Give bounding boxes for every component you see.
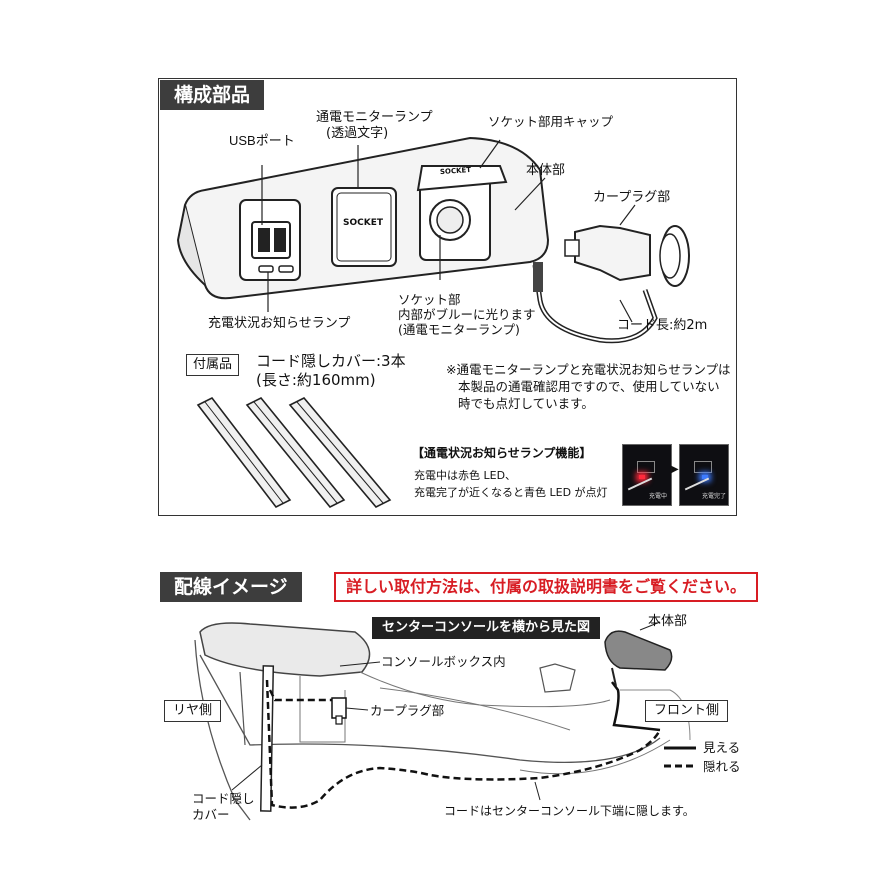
console-box-label: コンソールボックス内	[381, 654, 506, 669]
socket-cap-label: ソケット部用キャップ	[488, 114, 614, 129]
note-line2: 本製品の通電確認用ですので、使用していない	[458, 379, 720, 394]
accessory-line2: (長さ:約160mm)	[256, 371, 376, 389]
cord-cover-label: コード隠し	[192, 791, 255, 806]
components-heading: 構成部品	[160, 80, 265, 110]
legend-hidden: 隠れる	[703, 759, 741, 774]
usb-port-label: USBポート	[229, 133, 295, 148]
charge-lamp-label: 充電状況お知らせランプ	[208, 316, 351, 331]
charging-caption: 充電中	[649, 493, 668, 500]
charge-complete-photo: 充電完了	[679, 444, 729, 506]
complete-caption: 充電完了	[702, 493, 727, 500]
cord-length-label: コード長:約2m	[617, 318, 708, 333]
socket-label: ソケット部	[398, 292, 461, 307]
socket-desc-sub: (通電モニターランプ)	[398, 322, 520, 337]
monitor-lamp-sublabel: (透過文字)	[326, 126, 389, 141]
note-line3: 時でも点灯しています。	[458, 396, 594, 411]
front-side-label: フロント側	[645, 700, 729, 722]
monitor-lamp-label: 通電モニターランプ	[316, 110, 433, 125]
note-line1: ※通電モニターランプと充電状況お知らせランプは	[446, 362, 731, 377]
wiring-car-plug-label: カープラグ部	[370, 703, 445, 718]
lamp-function-line1: 充電中は赤色 LED、	[414, 469, 517, 482]
cord-cover-label-2: カバー	[192, 807, 230, 822]
accessory-tag: 付属品	[186, 354, 240, 376]
charging-photo: 充電中	[622, 444, 672, 506]
bottom-note: コードはセンターコンソール下端に隠します。	[444, 804, 695, 818]
arrow-icon: ▶	[671, 464, 679, 475]
lamp-function-title: 【通電状況お知らせランプ機能】	[412, 446, 592, 460]
components-panel	[158, 78, 737, 516]
wiring-main-body-label: 本体部	[648, 614, 688, 629]
cord-cover-strips	[196, 396, 392, 509]
accessory-line1: コード隠しカバー:3本	[256, 352, 406, 370]
manual-notice: 詳しい取付方法は、付属の取扱説明書をご覧ください。	[334, 572, 759, 602]
main-body-label: 本体部	[526, 163, 566, 178]
lamp-function-line2: 充電完了が近くなると青色 LED が点灯	[414, 486, 608, 499]
rear-side-label: リヤ側	[164, 700, 222, 722]
socket-button-text: SOCKET	[343, 218, 383, 228]
socket-desc: 内部がブルーに光ります	[398, 307, 536, 322]
legend-visible: 見える	[703, 740, 741, 755]
view-label: センターコンソールを横から見た図	[372, 617, 601, 639]
car-plug-label: カープラグ部	[593, 190, 671, 205]
wiring-heading: 配線イメージ	[160, 572, 302, 602]
